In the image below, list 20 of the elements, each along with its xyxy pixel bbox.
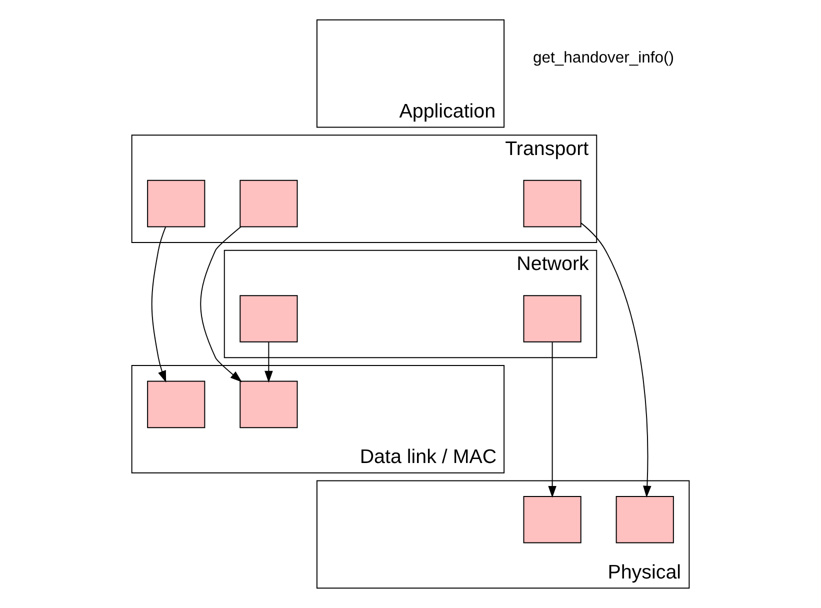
- node-box: Application: [316, 19, 505, 128]
- arrow: [580, 222, 652, 498]
- cluster: Network: [224, 250, 598, 358]
- node-box: [240, 180, 298, 228]
- node-box: [240, 380, 298, 428]
- arrow: [264, 342, 273, 383]
- cluster: Physical: [316, 480, 690, 589]
- arrow: [200, 226, 242, 382]
- node-box: [523, 496, 582, 544]
- node-box: [147, 180, 206, 228]
- label: get_handover_info(): [533, 50, 674, 67]
- node-box: [523, 180, 582, 228]
- node-box: [523, 295, 582, 342]
- cluster: Transport: [131, 134, 598, 243]
- node-box: [240, 295, 298, 342]
- cluster: Data link / MAC: [131, 365, 505, 474]
- arrow: [548, 342, 556, 498]
- arrow: [151, 226, 166, 383]
- node-box: [147, 380, 206, 428]
- node-box: [616, 496, 674, 544]
